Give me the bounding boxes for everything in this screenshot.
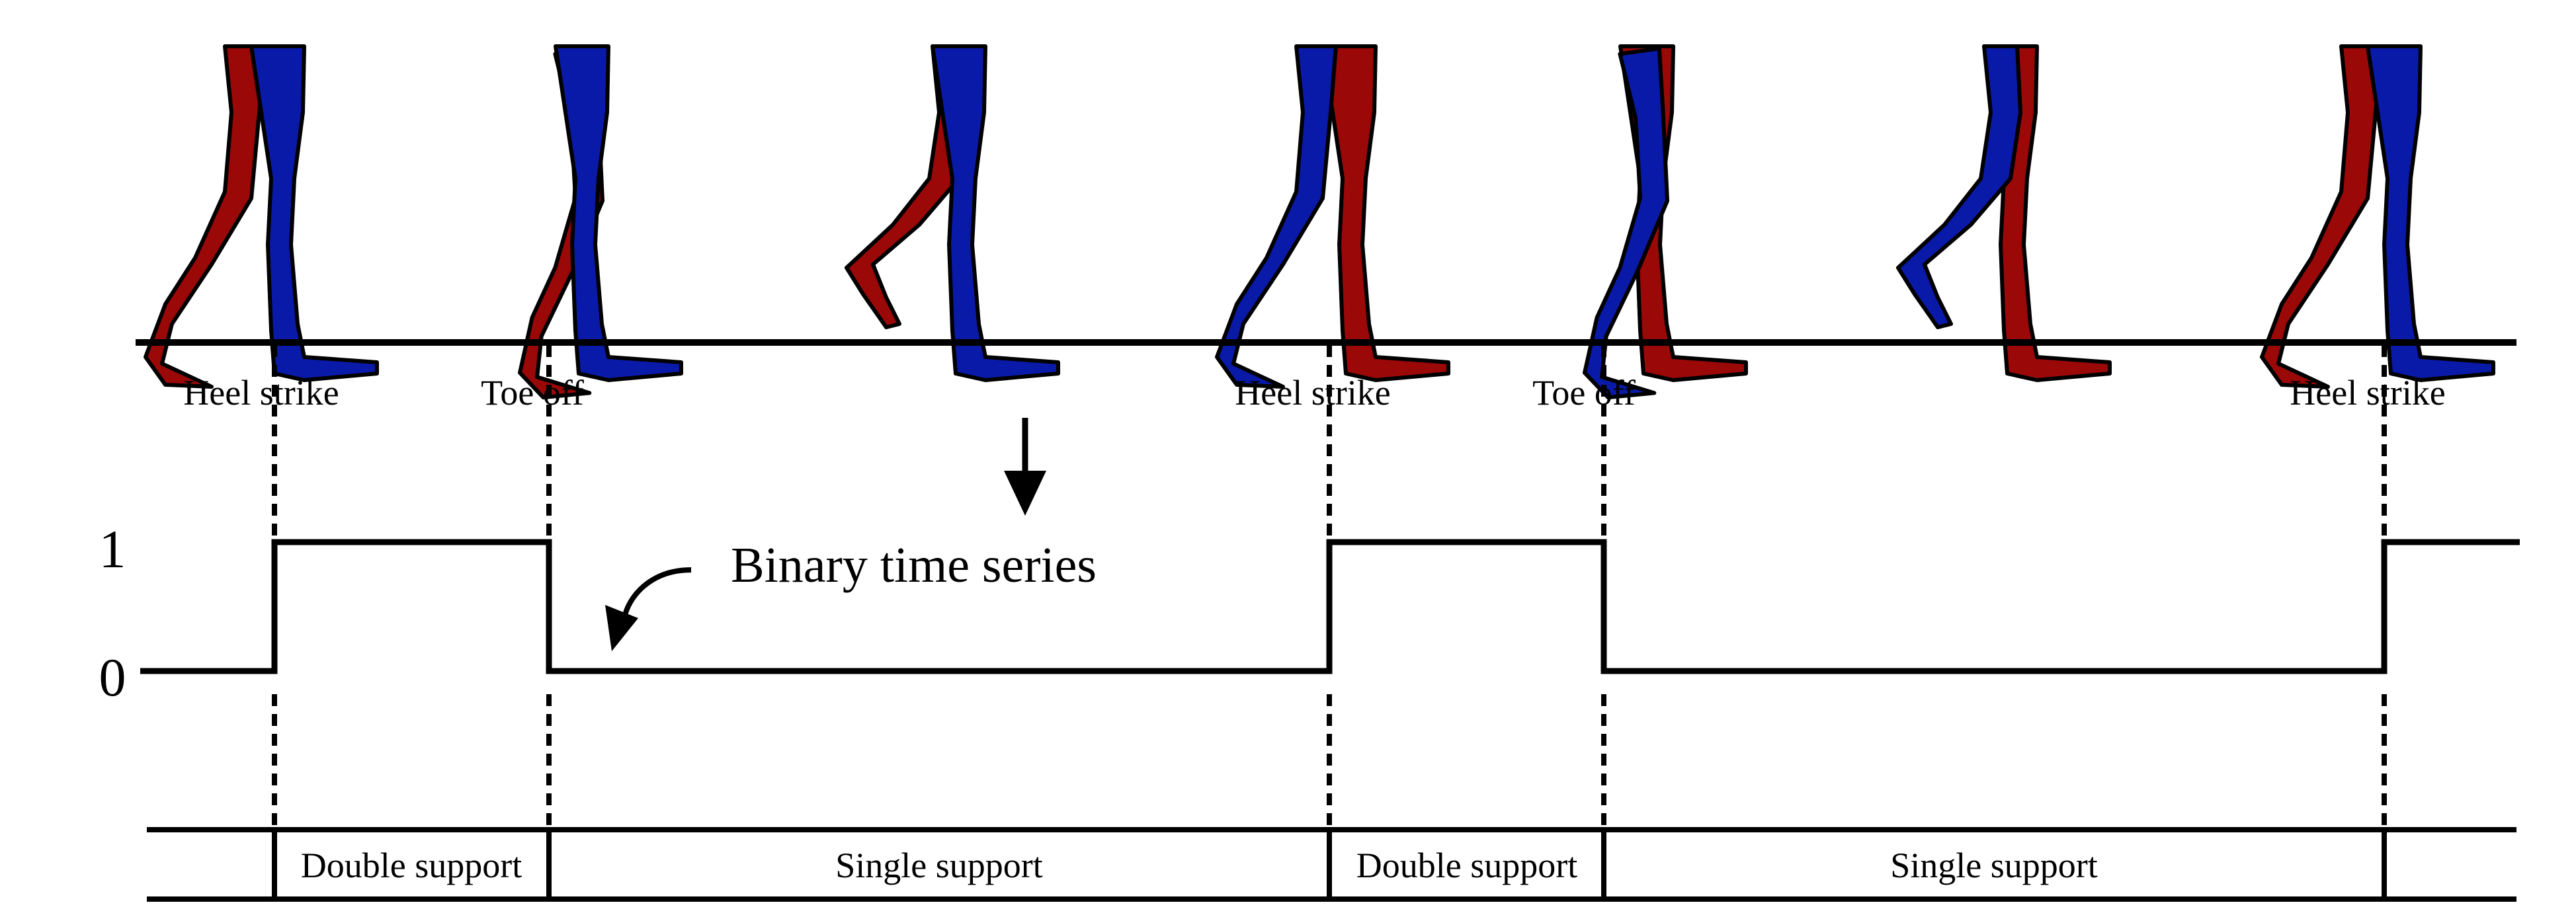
event-label-toe-off: Toe off <box>1532 373 1636 413</box>
phase-label-single-support: Single support <box>1890 846 2098 885</box>
walking-figure <box>1542 46 1746 402</box>
walking-figure <box>1217 46 1448 387</box>
blue-leg <box>1542 48 1707 402</box>
red-leg <box>2262 46 2381 387</box>
callout-text: Binary time series <box>731 537 1097 593</box>
blue-leg <box>556 46 681 380</box>
walking-figure <box>477 46 681 402</box>
event-label-toe-off: Toe off <box>481 373 584 413</box>
walking-figures <box>145 46 2493 402</box>
binary-time-series <box>140 539 2520 674</box>
blue-leg <box>1217 46 1336 387</box>
blue-leg <box>2368 46 2493 380</box>
walking-figure <box>847 46 1058 380</box>
callout: Binary time series <box>605 537 1097 651</box>
red-leg <box>477 48 642 402</box>
red-leg <box>1323 46 1448 380</box>
phase-label-double-support: Double support <box>1356 846 1577 885</box>
walking-figure <box>145 46 377 387</box>
event-labels: Heel strike Toe off Heel strike Toe off … <box>183 373 2445 413</box>
phase-bar: Double support Single support Double sup… <box>147 827 2516 902</box>
walking-figure <box>1898 46 2110 380</box>
phase-label-double-support: Double support <box>301 846 522 885</box>
event-label-heel-strike: Heel strike <box>183 373 339 413</box>
curved-arrow-icon <box>622 567 692 616</box>
walking-figure <box>2262 46 2493 387</box>
level-label-low: 0 <box>99 647 126 707</box>
down-arrow-icon <box>1004 418 1046 516</box>
event-label-heel-strike: Heel strike <box>2290 373 2445 413</box>
phase-label-single-support: Single support <box>835 846 1043 885</box>
level-label-high: 1 <box>99 519 126 579</box>
blue-leg <box>251 46 377 380</box>
event-markers <box>272 345 2387 833</box>
event-label-heel-strike: Heel strike <box>1235 373 1390 413</box>
red-leg <box>145 46 265 387</box>
callout-arrowhead <box>605 605 638 651</box>
blue-leg <box>933 46 1058 380</box>
